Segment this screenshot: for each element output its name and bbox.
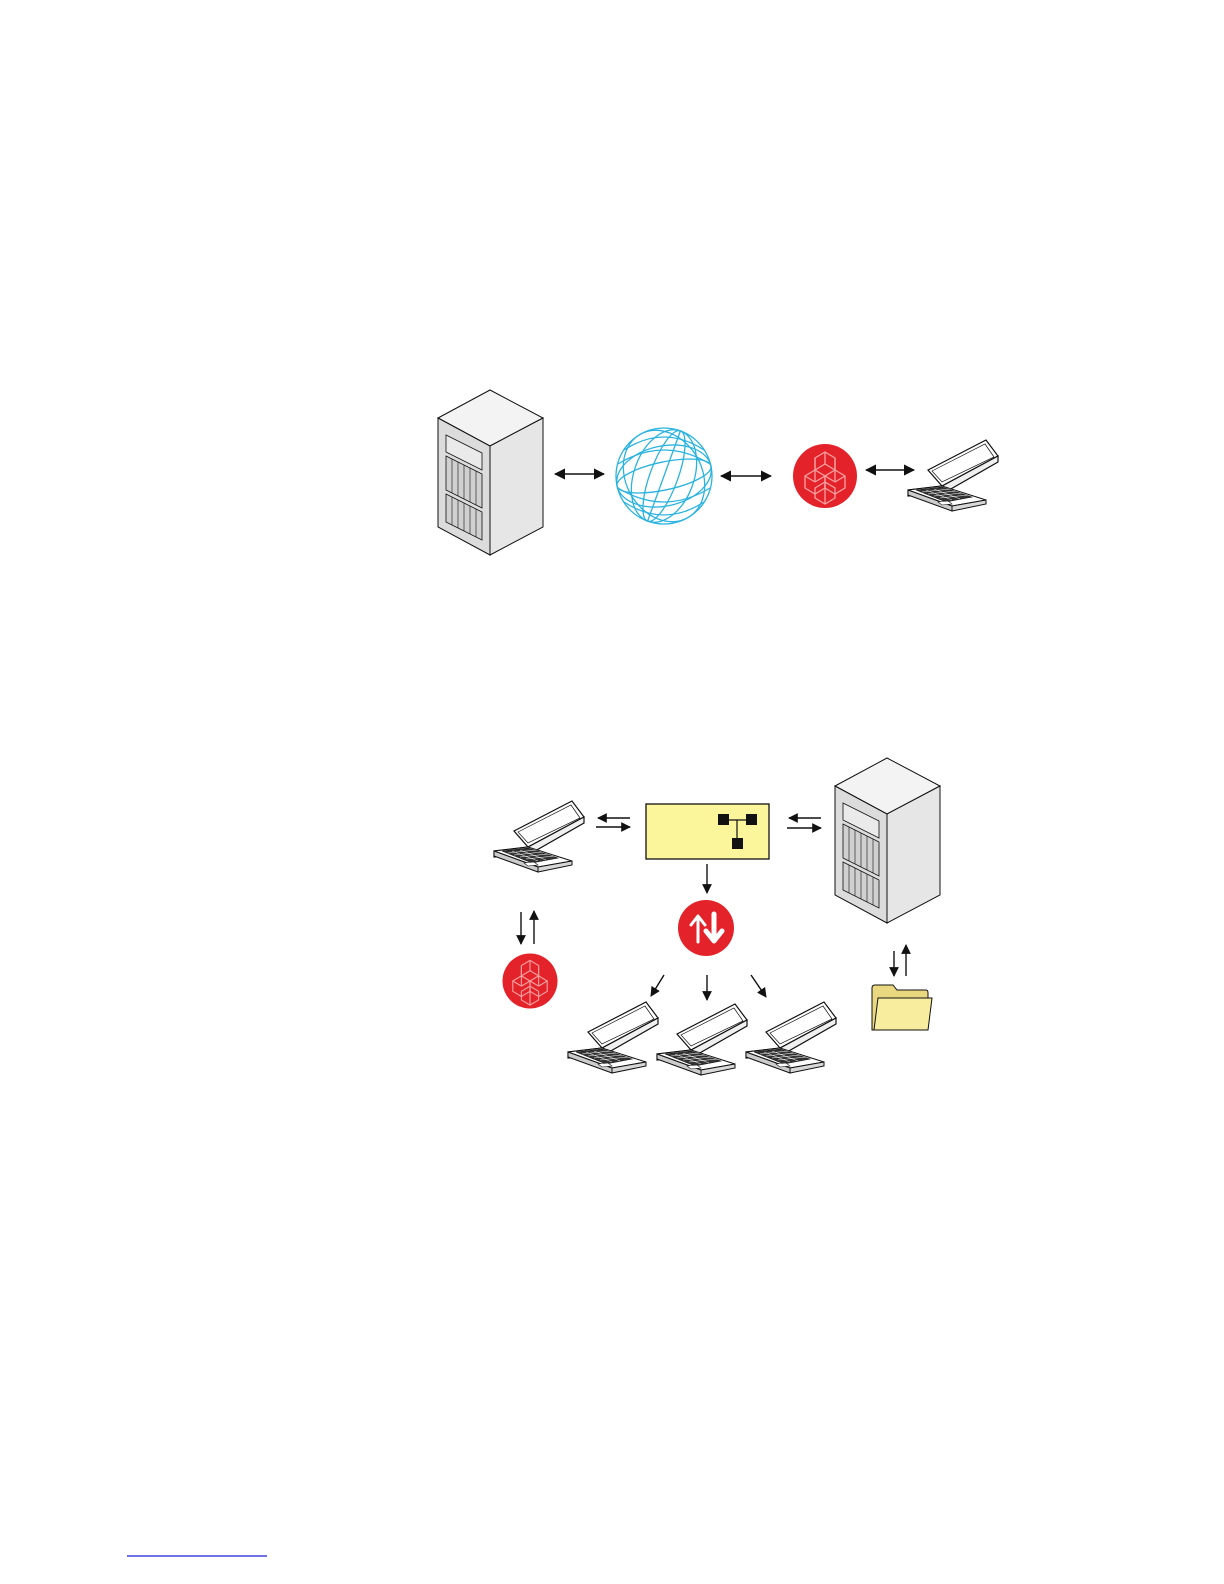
server-rack-icon	[835, 758, 940, 923]
server-rack-icon	[438, 390, 543, 555]
laptop-icon	[657, 1004, 747, 1075]
arrow-sync-to-laptop-1	[651, 975, 664, 996]
bottom-diagram	[494, 758, 940, 1075]
top-diagram	[438, 390, 998, 555]
laptop-icon	[494, 801, 584, 872]
folder-icon	[872, 985, 932, 1030]
red-updown-arrows-icon	[678, 900, 734, 956]
laptop-icon	[746, 1002, 836, 1073]
arrow-sync-to-laptop-3	[751, 975, 766, 997]
network-hierarchy-box-icon	[646, 804, 769, 859]
laptop-icon	[908, 440, 998, 511]
laptop-icon	[568, 1002, 658, 1073]
red-cubes-icon	[793, 444, 857, 508]
red-cubes-icon	[502, 953, 557, 1008]
wireframe-globe-icon	[607, 415, 721, 536]
